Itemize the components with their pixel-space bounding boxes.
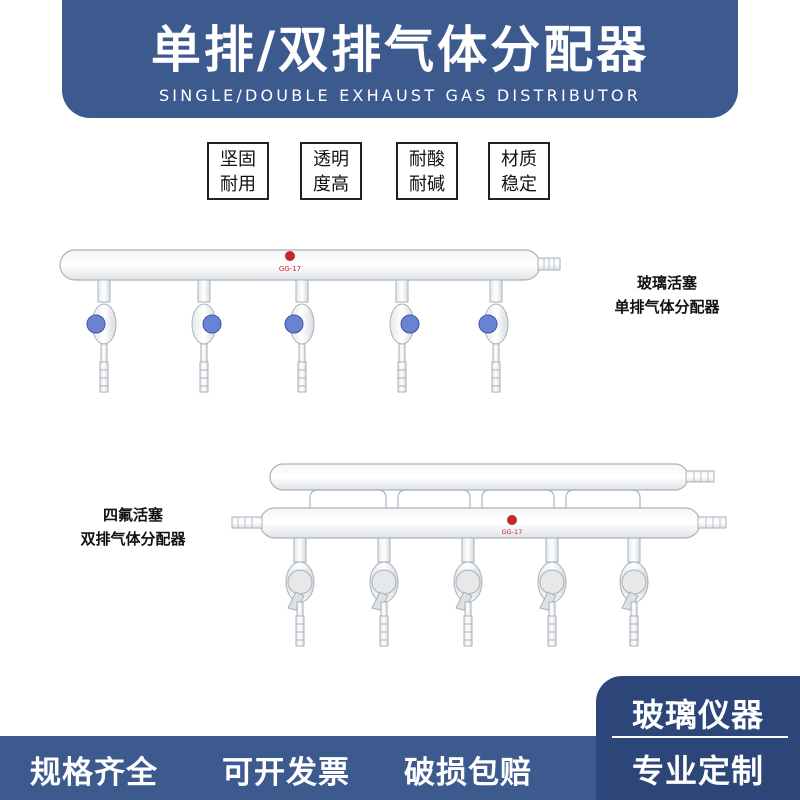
page-title: 单排/双排气体分配器: [150, 21, 650, 79]
feature-badge-transparent: 透明 度高: [300, 142, 362, 200]
feature-badge-acid-alkali: 耐酸 耐碱: [396, 142, 458, 200]
feature-badge-durable: 坚固 耐用: [207, 142, 269, 200]
single-distributor-image: GG-17: [59, 249, 561, 393]
feature-line: 坚固: [220, 149, 256, 170]
feature-badge-stable: 材质 稳定: [488, 142, 550, 200]
feature-line: 度高: [313, 174, 349, 195]
single-stopcock-group: [86, 279, 509, 393]
feature-line: 耐用: [220, 174, 256, 195]
bottom-item-invoice: 可开发票: [222, 755, 350, 791]
single-distributor-label: 玻璃活塞 单排气体分配器: [592, 271, 742, 319]
double-label-line1: 四氟活塞: [102, 506, 163, 524]
corner-panel: 玻璃仪器 专业定制: [596, 676, 800, 800]
double-stopcock-group: [285, 537, 649, 647]
double-label-line2: 双排气体分配器: [80, 530, 186, 548]
single-label-line1: 玻璃活塞: [636, 274, 697, 292]
corner-text-glassware: 玻璃仪器: [631, 696, 764, 734]
feature-line: 材质: [501, 149, 537, 170]
feature-line: 稳定: [501, 174, 537, 195]
feature-line: 耐碱: [409, 174, 445, 195]
single-label-line2: 单排气体分配器: [614, 298, 720, 316]
feature-line: 透明: [313, 149, 349, 170]
single-stamp-text: GG-17: [279, 265, 301, 273]
header-banner: 单排/双排气体分配器 SINGLE/DOUBLE EXHAUST GAS DIS…: [62, 0, 738, 118]
bottom-item-breakage: 破损包赔: [404, 755, 532, 791]
double-stamp-text: GG-17: [502, 528, 523, 536]
double-distributor-label: 四氟活塞 双排气体分配器: [58, 503, 208, 551]
feature-line: 耐酸: [409, 149, 445, 170]
double-distributor-image: GG-17: [231, 463, 727, 647]
corner-text-custom: 专业定制: [631, 752, 764, 790]
corner-divider: [612, 736, 788, 738]
bottom-item-full-specs: 规格齐全: [30, 755, 158, 791]
page-subtitle: SINGLE/DOUBLE EXHAUST GAS DISTRIBUTOR: [158, 86, 642, 105]
